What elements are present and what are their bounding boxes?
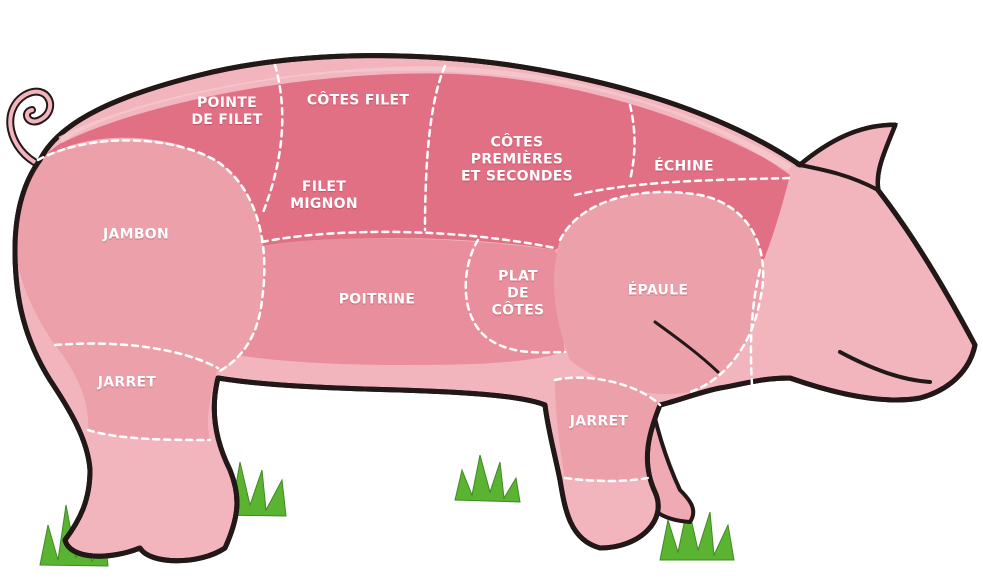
cut-line-front-jarret	[553, 376, 662, 407]
label-pointe-de-filet: POINTE DE FILET	[191, 95, 263, 128]
label-jarret-avant: JARRET	[569, 413, 629, 430]
tail-fill	[8, 89, 53, 167]
cut-line-shoulder	[558, 190, 765, 394]
cut-region-belly	[218, 238, 565, 365]
cut-line-shoulder-back	[749, 268, 762, 387]
label-jambon: JAMBON	[102, 226, 170, 243]
back-line	[58, 66, 792, 172]
label-epaule: ÉPAULE	[627, 282, 689, 299]
label-cotes-premieres: CÔTES PREMIÈRES ET SECONDES	[460, 134, 574, 185]
cut-line-belly-top	[260, 230, 557, 250]
cut-line-pointe	[260, 63, 284, 217]
cut-region-hind-jarret	[55, 343, 218, 440]
cut-region-shoulder	[553, 192, 763, 395]
cut-region-ham	[15, 141, 265, 370]
label-echine: ÉCHINE	[654, 158, 714, 175]
grass-tuft-mid	[454, 454, 521, 503]
cut-line-front-knee	[563, 476, 650, 483]
cut-line-plat	[464, 238, 567, 354]
grass-tuft-right	[659, 504, 735, 561]
label-jarret-arriere: JARRET	[97, 374, 157, 391]
label-cotes-filet: CÔTES FILET	[306, 92, 410, 109]
ear	[795, 122, 898, 194]
cut-line-echine	[628, 103, 636, 182]
cut-line-cotes-filet	[423, 64, 447, 232]
cut-lines	[36, 63, 792, 483]
mouth-line	[838, 350, 932, 384]
label-plat-de-cotes: PLAT DE CÔTES	[491, 268, 545, 319]
shoulder-crease	[653, 320, 720, 374]
cut-line-hind-knee	[86, 428, 212, 442]
cut-line-echine-bottom	[573, 176, 792, 197]
label-poitrine: POITRINE	[338, 291, 416, 308]
cut-line-ham	[36, 139, 266, 374]
pig-body-outline	[12, 53, 978, 564]
cut-region-front-jarret	[555, 377, 660, 481]
label-filet-mignon: FILET MIGNON	[290, 179, 358, 212]
cut-line-hind-jarret	[53, 342, 220, 370]
